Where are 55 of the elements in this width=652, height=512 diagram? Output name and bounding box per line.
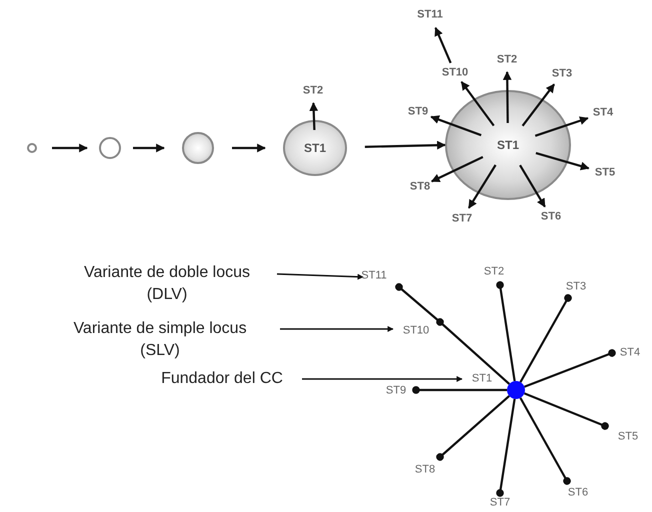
arrow — [430, 156, 484, 182]
arrow — [434, 27, 452, 64]
arrow — [309, 102, 318, 130]
arrow — [302, 376, 463, 382]
node-label: ST9 — [408, 106, 428, 118]
node-label: ST1 — [304, 142, 326, 154]
arrow — [468, 164, 496, 209]
node-label: ST5 — [618, 432, 638, 442]
node-label: ST5 — [594, 168, 616, 178]
node-label: ST1 — [472, 374, 492, 384]
link-line — [395, 283, 441, 323]
node-label: ST7 — [490, 498, 510, 508]
node-label: ST6 — [540, 212, 562, 222]
node-label: ST2 — [302, 86, 324, 96]
node-label: ST4 — [592, 108, 614, 118]
link-line — [519, 294, 572, 383]
link-line — [524, 349, 616, 388]
arrow — [460, 81, 495, 126]
link-line — [436, 395, 510, 461]
arrow — [534, 116, 589, 137]
node-label: ST7 — [452, 214, 472, 224]
node-label: ST8 — [414, 464, 436, 476]
annotation-text: Fundador del CC — [142, 368, 302, 390]
arrow — [364, 140, 446, 150]
node-label: ST8 — [410, 182, 430, 192]
link-line — [412, 386, 507, 394]
annotation-text: Variante de simple locus (SLV) — [58, 318, 262, 362]
link-line — [524, 392, 609, 430]
node-label: ST2 — [484, 266, 504, 278]
node-label: ST10 — [402, 326, 430, 336]
arrow — [536, 152, 590, 170]
link-line — [519, 397, 571, 485]
arrow — [232, 144, 266, 152]
arrow — [133, 144, 165, 152]
arrow — [522, 84, 555, 126]
node-label: ST3 — [566, 282, 586, 292]
arrow — [280, 326, 394, 332]
arrow — [502, 71, 512, 124]
link-line — [496, 398, 516, 497]
annotation-text: Variante de doble locus (DLV) — [67, 262, 267, 306]
node-label: ST4 — [620, 348, 640, 358]
node-label: ST11 — [417, 10, 443, 20]
node-label: ST6 — [568, 488, 588, 498]
arrow — [276, 273, 364, 280]
arrow — [52, 144, 88, 152]
node-label: ST3 — [552, 68, 572, 80]
node-label: ST11 — [361, 270, 387, 282]
node-label: ST10 — [442, 68, 468, 78]
node-label: ST1 — [496, 139, 519, 151]
arrow — [519, 164, 546, 208]
arrow — [430, 115, 482, 136]
node-label: ST2 — [496, 54, 518, 66]
link-line — [496, 281, 516, 382]
node-label: ST9 — [386, 386, 406, 396]
link-line — [436, 318, 510, 385]
